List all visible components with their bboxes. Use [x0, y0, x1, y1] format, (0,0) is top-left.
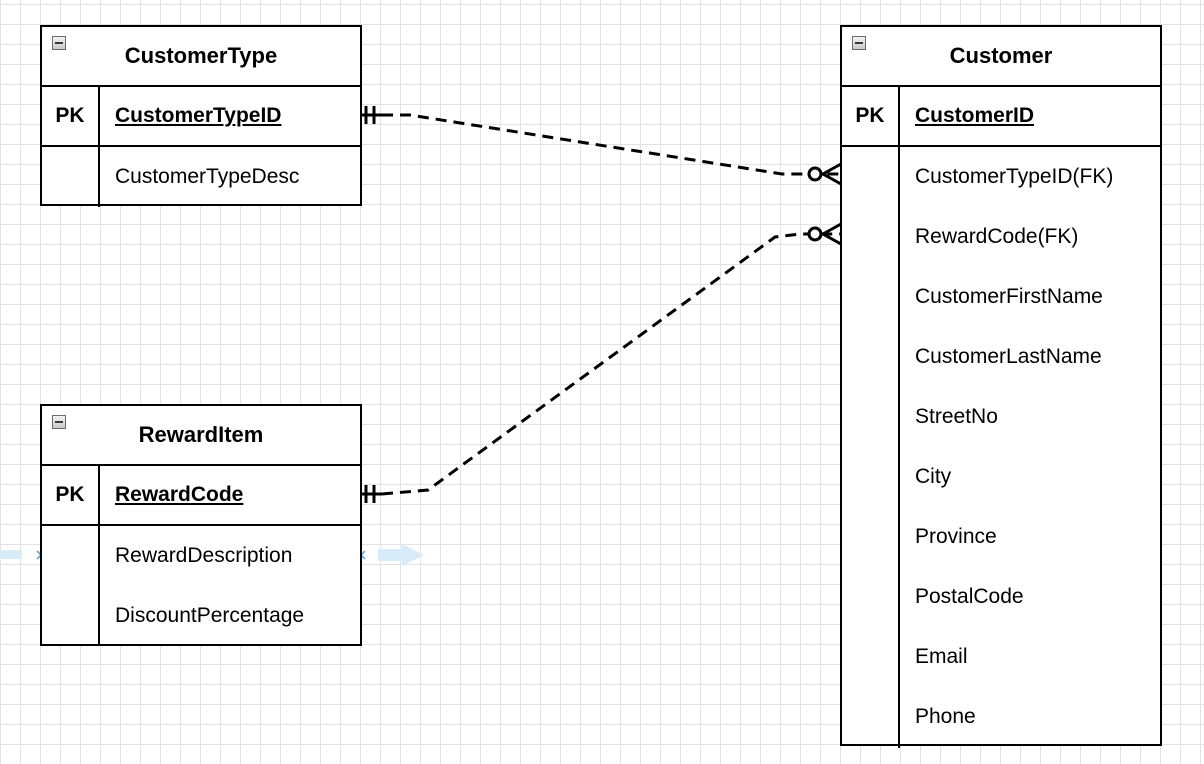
relationship-rewarditem-customer[interactable] [381, 232, 840, 496]
attribute-row[interactable]: CustomerTypeDesc [115, 165, 300, 188]
attribute-row[interactable]: DiscountPercentage [115, 604, 305, 627]
attribute-row[interactable]: RewardDescription [115, 544, 293, 567]
many-crowfoot [819, 222, 842, 246]
pk-label: PK [42, 87, 100, 145]
attribute-row[interactable]: CustomerFirstName [915, 285, 1103, 308]
attribute-row[interactable]: CustomerLastName [915, 345, 1102, 368]
attribute-row[interactable]: PostalCode [915, 585, 1024, 608]
attribute-area: RewardDescription DiscountPercentage [42, 526, 360, 646]
pk-field: CustomerTypeID [115, 104, 282, 127]
primary-key-row[interactable]: PK CustomerID [842, 87, 1160, 147]
attribute-row[interactable]: RewardCode(FK) [915, 225, 1079, 248]
attribute-row[interactable]: Province [915, 525, 997, 548]
entity-customertype[interactable]: CustomerType PK CustomerTypeID CustomerT… [40, 25, 362, 207]
primary-key-row[interactable]: PK CustomerTypeID [42, 87, 360, 147]
attribute-list: CustomerTypeDesc [100, 147, 360, 207]
collapse-icon[interactable] [52, 36, 66, 50]
attribute-area: CustomerTypeID(FK) RewardCode(FK) Custom… [842, 147, 1160, 748]
entity-customer[interactable]: Customer PK CustomerID CustomerTypeID(FK… [840, 25, 1162, 748]
collapse-icon[interactable] [52, 415, 66, 429]
pk-label: PK [42, 466, 100, 524]
attribute-key-column [42, 526, 100, 646]
primary-key-row[interactable]: PK RewardCode [42, 466, 360, 526]
pk-label: PK [842, 87, 900, 145]
relationship-customertype-customer[interactable] [382, 113, 840, 176]
zero-optional-circle [807, 166, 823, 182]
entity-header[interactable]: Customer [842, 27, 1160, 87]
collapse-icon[interactable] [852, 36, 866, 50]
pk-field: RewardCode [115, 483, 244, 506]
zero-optional-circle [807, 226, 823, 242]
attribute-row[interactable]: StreetNo [915, 405, 998, 428]
connection-hint-left[interactable] [0, 550, 22, 559]
attribute-row[interactable]: Phone [915, 705, 976, 728]
attribute-key-column [842, 147, 900, 748]
entity-title: RewardItem [138, 422, 264, 447]
attribute-key-column [42, 147, 100, 207]
entity-header[interactable]: RewardItem [42, 406, 360, 466]
pk-field: CustomerID [915, 104, 1035, 127]
attribute-row[interactable]: Email [915, 645, 968, 668]
entity-title: CustomerType [124, 43, 278, 68]
connection-hint-arrow[interactable] [378, 544, 424, 566]
entity-rewarditem[interactable]: RewardItem PK RewardCode RewardDescripti… [40, 404, 362, 646]
attribute-list: CustomerTypeID(FK) RewardCode(FK) Custom… [900, 147, 1160, 748]
entity-title: Customer [949, 43, 1053, 68]
attribute-list: RewardDescription DiscountPercentage [100, 526, 360, 646]
attribute-row[interactable]: City [915, 465, 952, 488]
many-crowfoot [819, 162, 842, 186]
entity-header[interactable]: CustomerType [42, 27, 360, 87]
attribute-row[interactable]: CustomerTypeID(FK) [915, 165, 1114, 188]
attribute-area: CustomerTypeDesc [42, 147, 360, 207]
